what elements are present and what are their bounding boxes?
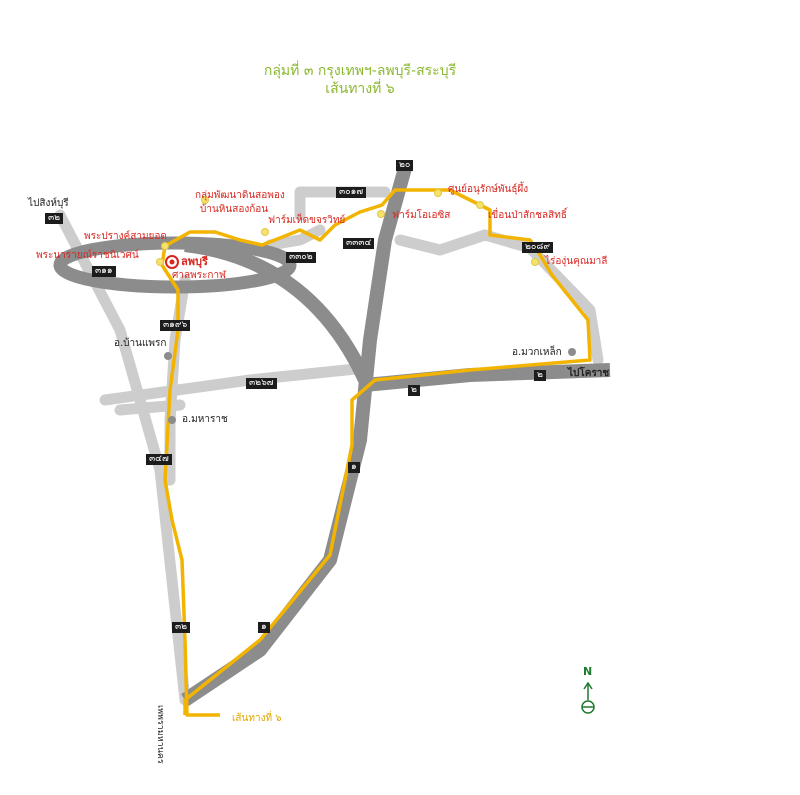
compass-icon — [581, 681, 595, 714]
shield-3302: ๓๓๐๒ — [286, 252, 316, 263]
label-muak-lek: อ.มวกเหล็ก — [512, 347, 562, 358]
shield-32-bottom: ๓๒ — [172, 622, 191, 633]
shield-3017: ๓๐๑๗ — [336, 187, 367, 198]
highway-1 — [181, 166, 412, 706]
shield-3267: ๓๒๖๗ — [246, 378, 277, 389]
label-phra-prang: พระปรางค์สามยอด — [84, 231, 167, 242]
label-farm-oasis: ฟาร์มโอเอซิส — [392, 210, 451, 221]
road-secondary — [114, 399, 186, 416]
poi-bee — [434, 189, 442, 197]
shield-311: ๓๑๑ — [92, 266, 116, 277]
district-dots — [164, 348, 576, 424]
dot-muak-lek — [568, 348, 576, 356]
label-pasak-dam: เขื่อนป่าสักชลสิทธิ์ — [488, 210, 567, 221]
label-ban-hin-group: กลุ่มพัฒนาดินสอพอง — [195, 190, 285, 201]
poi-dots — [156, 189, 539, 266]
minor-roads — [54, 186, 604, 706]
road-3267 — [99, 362, 371, 406]
road-top — [394, 229, 491, 256]
shield-2089: ๒๐๘๙ — [522, 242, 553, 253]
highway-arc — [184, 238, 372, 383]
label-bee-center: ศูนย์อนุรักษ์พันธุ์ผึ้ง — [448, 184, 529, 195]
shield-347: ๓๔๗ — [146, 454, 172, 465]
map-subtitle: เส้นทางที่ ๖ — [325, 81, 395, 97]
label-vineyard: ไร่องุ่นคุณมาลี — [545, 256, 608, 267]
label-san-phra-kan: ศาลพระกาฬ — [172, 270, 226, 281]
poi-prang — [161, 242, 169, 250]
legend-route-6: เส้นทางที่ ๖ — [232, 713, 282, 724]
road-3302 — [264, 224, 326, 251]
shield-20: ๒๐ — [396, 160, 414, 171]
poi-narai — [156, 258, 164, 266]
map-title: กลุ่มที่ ๓ กรุงเทพฯ-ลพบุรี-สระบุรี — [263, 63, 457, 79]
shield-2-right: ๒ — [534, 370, 546, 381]
label-singburi: ไปสิงห์บุรี — [28, 198, 69, 209]
poi-farm-oasis — [377, 210, 385, 218]
label-farm-ket: ฟาร์มเห็ดขจรวิทย์ — [268, 215, 346, 226]
dot-ban-mi — [164, 352, 172, 360]
shield-1-mid: ๑ — [348, 462, 360, 473]
lopburi-marker-center — [169, 259, 175, 265]
major-roads — [181, 166, 611, 706]
label-maharat: อ.มหาราช — [182, 414, 228, 425]
shield-1-bottom: ๑ — [258, 622, 270, 633]
poi-farm-ket — [261, 228, 269, 236]
poi-ban-hin — [201, 196, 209, 204]
dot-maharat — [168, 416, 176, 424]
label-lopburi: ลพบุรี — [181, 255, 208, 268]
shield-3334: ๓๓๓๔ — [343, 238, 375, 249]
label-bangkok: เพพรามหานคร — [155, 705, 165, 764]
north-label: N — [583, 665, 593, 678]
route-6-line — [160, 188, 592, 717]
label-narai-palace: พระนารายณ์ราชนิเวศน์ — [36, 250, 139, 261]
shield-3196: ๓๑๙๖ — [160, 320, 191, 331]
poi-dam — [476, 201, 484, 209]
label-ban-mi: อ.บ้านแพรก — [114, 338, 167, 349]
label-ban-hin-village: บ้านหินสองก้อน — [200, 204, 269, 215]
shield-32-top: ๓๒ — [45, 213, 64, 224]
road-east — [479, 229, 604, 366]
highway-2 — [364, 363, 611, 392]
label-korat: ไปโคราช — [568, 368, 610, 379]
shield-2-mid: ๒ — [408, 385, 420, 396]
poi-vineyard — [531, 258, 539, 266]
